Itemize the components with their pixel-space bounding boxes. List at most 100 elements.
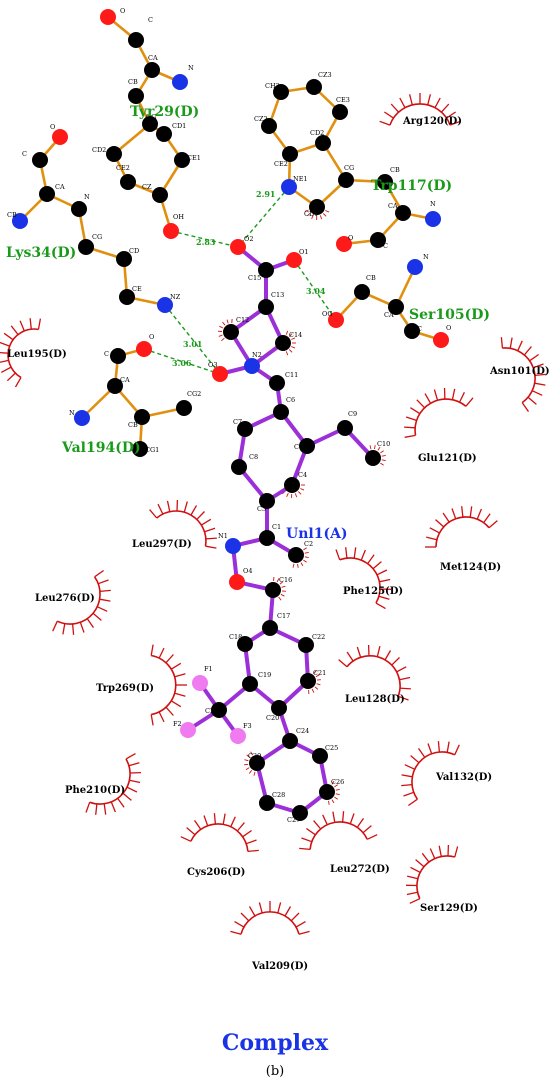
- oxygen-atom: [328, 312, 344, 328]
- contact-tick: [37, 318, 42, 330]
- atom-label: C3: [257, 505, 266, 513]
- hydrophobic-residue-label: Leu128(D): [345, 694, 405, 705]
- contact-tick: [248, 906, 256, 917]
- contact-tick: [429, 848, 436, 859]
- contact-arc: [89, 758, 131, 805]
- atom-label: C29: [248, 752, 261, 760]
- atom-label: OG: [146, 113, 157, 121]
- contact-tick: [171, 700, 182, 708]
- contact-tick: [404, 434, 416, 438]
- atom-label: CB: [390, 166, 400, 174]
- carbon-atom: [370, 232, 386, 248]
- carbon-atom: [156, 126, 172, 142]
- contact-tick: [92, 612, 102, 621]
- hbond-residue-label: Lys34(D): [6, 245, 76, 261]
- contact-tick: [205, 545, 217, 549]
- carbon-atom: [107, 378, 123, 394]
- atom-contact-tick: [276, 578, 280, 583]
- carbon-atom: [223, 324, 239, 340]
- atom-contact-tick: [304, 209, 309, 212]
- contact-tick: [531, 390, 543, 396]
- nitrogen-atom: [12, 213, 28, 229]
- contact-tick: [375, 602, 386, 610]
- atom-contact-tick: [381, 454, 386, 457]
- hbond-distance: 3.04: [306, 286, 326, 296]
- carbon-atom: [242, 676, 258, 692]
- contact-tick: [99, 589, 111, 593]
- contact-tick: [299, 847, 311, 851]
- atom-label: F1: [204, 665, 213, 673]
- contact-tick: [52, 620, 58, 632]
- atom-label: CD2: [92, 146, 106, 154]
- contact-tick: [523, 346, 532, 356]
- contact-tick: [416, 399, 425, 409]
- atom-label: C22: [312, 633, 325, 641]
- atom-label: F2: [173, 720, 182, 728]
- contact-tick: [509, 337, 513, 349]
- atom-contact-tick: [335, 793, 340, 796]
- contact-tick: [150, 714, 154, 726]
- contact-tick: [171, 662, 182, 670]
- contact-tick: [295, 920, 306, 928]
- contact-tick: [96, 606, 108, 612]
- contact-tick: [396, 666, 407, 673]
- contact-tick: [399, 687, 411, 690]
- hbond-residue-label: Ser105(D): [409, 307, 490, 323]
- hydrophobic-residue-label: Glu121(D): [418, 453, 477, 464]
- labels: OCCANCBOGCD1CD2CE1CE2CZOHCOCACBNCGCDCENZ…: [6, 7, 550, 972]
- carbon-atom: [282, 146, 298, 162]
- contact-tick: [442, 512, 450, 523]
- carbon-atom: [306, 79, 322, 95]
- contact-tick: [461, 506, 464, 518]
- contact-tick: [349, 813, 355, 825]
- hydrophobic-residue-label: Arg120(D): [402, 116, 462, 127]
- atom-contact-tick: [286, 493, 289, 497]
- contact-tick: [446, 741, 450, 753]
- hydrophobic-residue-label: Leu297(D): [132, 539, 192, 550]
- hbond-distance: 2.91: [256, 189, 275, 199]
- hbond-line: [293, 259, 337, 321]
- contact-tick: [205, 537, 217, 540]
- contact-tick: [449, 120, 461, 126]
- carbon-atom: [282, 733, 298, 749]
- atom-label: CG: [344, 164, 354, 172]
- nitrogen-atom: [407, 259, 423, 275]
- contact-tick: [236, 822, 245, 832]
- atom-contact-tick: [222, 321, 226, 326]
- contact-tick: [426, 536, 438, 541]
- atom-label: CB: [7, 211, 17, 219]
- contact-tick: [183, 501, 188, 513]
- contact-tick: [346, 651, 354, 662]
- contact-tick: [429, 527, 440, 534]
- atom-label: CB: [128, 421, 138, 429]
- atom-label: N2: [252, 351, 262, 359]
- atom-label: CG: [92, 233, 102, 241]
- atom-label: CB: [128, 78, 138, 86]
- contact-tick: [94, 569, 104, 578]
- contact-tick: [404, 764, 416, 770]
- atom-contact-tick: [294, 493, 298, 498]
- atom-label: C19: [258, 671, 271, 679]
- contact-tick: [379, 578, 391, 583]
- atom-contact-tick: [279, 581, 284, 585]
- contact-tick: [440, 103, 450, 113]
- contact-tick: [242, 829, 252, 838]
- carbon-atom: [288, 547, 304, 563]
- nitrogen-atom: [172, 74, 188, 90]
- atoms: [12, 9, 449, 821]
- atom-contact-tick: [288, 349, 293, 353]
- contact-tick: [376, 569, 388, 576]
- contact-tick: [345, 547, 348, 559]
- contact-tick: [454, 846, 459, 858]
- carbon-atom: [338, 172, 354, 188]
- contact-tick: [117, 797, 125, 808]
- carbon-atom: [309, 199, 325, 215]
- nitrogen-atom: [425, 211, 441, 227]
- atom-label: F3: [243, 722, 252, 730]
- atom-contact-tick: [250, 751, 253, 756]
- contact-tick: [180, 836, 192, 842]
- atom-label: C10: [377, 440, 390, 448]
- atom-contact-tick: [369, 445, 372, 450]
- carbon-atom: [365, 450, 381, 466]
- carbon-atom: [299, 438, 315, 454]
